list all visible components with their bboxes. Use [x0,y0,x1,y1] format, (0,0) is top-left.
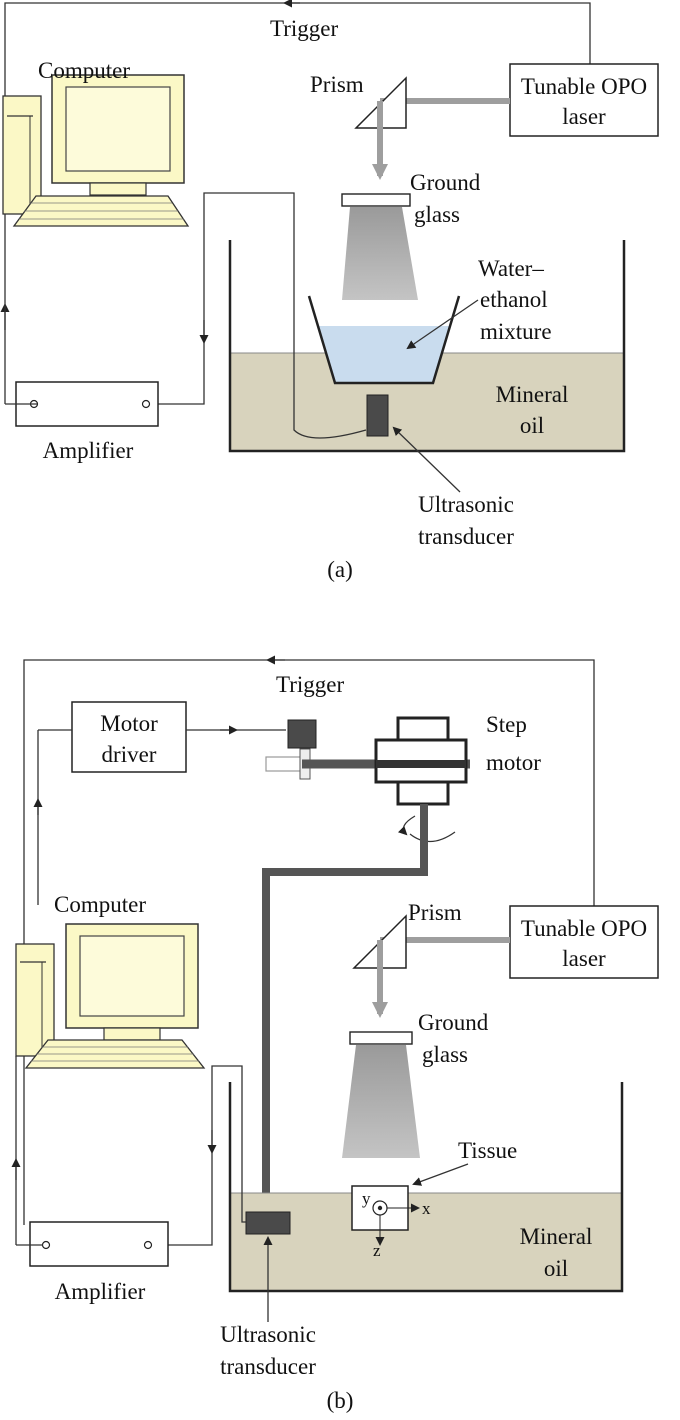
ground-glass-label-b-2: glass [422,1042,468,1067]
mixture-label-a-3: mixture [480,319,552,344]
prism-label-a: Prism [310,72,364,97]
prism-label-b: Prism [408,900,462,925]
axis-z-label: z [373,1241,381,1260]
computer-label-b: Computer [54,892,146,917]
mixture-container-a [307,295,461,385]
ultrasonic-transducer-a [366,394,389,437]
mixture-label-a-2: ethanol [480,287,548,312]
step-motor-label-2: motor [486,750,541,775]
motor-driver-box [71,701,187,773]
ground-glass-label-a-1: Ground [410,170,481,195]
laser-label-b-1: Tunable OPO [521,916,647,941]
tissue-label: Tissue [458,1138,517,1163]
axis-y-label: y [362,1189,371,1208]
panel-b: Trigger Motor driver Step motor [11,655,659,1413]
scanning-arm [262,804,428,1214]
computer-b [15,923,206,1069]
caption-a: (a) [327,557,353,582]
transducer-cable-b [150,1065,246,1246]
water-ethanol-a [318,326,450,383]
tank-b [228,1082,624,1293]
laser-label-a-2: laser [562,104,606,129]
ground-glass-label-a-2: glass [414,202,460,227]
laser-label-a-1: Tunable OPO [521,74,647,99]
amplifier-label-a: Amplifier [43,438,134,463]
laser-box-a [509,63,659,137]
diffused-light-b [342,1045,420,1158]
tissue-pointer [412,1163,469,1186]
motor-encoder [287,719,317,749]
mixture-label-a-1: Water– [478,256,544,281]
oil-label-b-2: oil [544,1256,568,1281]
axis-x-label: x [422,1199,431,1218]
computer-tower-b [15,943,55,1057]
amplifier-a [15,381,159,427]
transducer-pointer-a [392,426,461,493]
caption-b: (b) [327,1388,354,1413]
transducer-label-b-1: Ultrasonic [220,1322,316,1347]
trigger-line-b [23,659,595,1225]
mineral-oil-b [230,1193,622,1291]
computer-label-a: Computer [38,58,130,83]
transducer-label-a-2: transducer [418,524,514,549]
step-motor-label-1: Step [486,712,527,737]
oil-label-a-1: Mineral [496,382,569,407]
laser-box-b [509,905,659,979]
ground-glass-b [349,1031,413,1045]
motor-driver-label-1: Motor [100,711,158,736]
laser-label-b-2: laser [562,946,606,971]
trigger-label-a: Trigger [270,16,338,41]
oil-label-b-1: Mineral [520,1224,593,1249]
trigger-label-b: Trigger [276,672,344,697]
amplifier-label-b: Amplifier [55,1279,146,1304]
ground-glass-label-b-1: Ground [418,1010,489,1035]
transducer-label-b-2: transducer [220,1354,316,1379]
ultrasonic-transducer-b [245,1211,291,1235]
transducer-cable-a [148,192,367,439]
transducer-label-a-1: Ultrasonic [418,492,514,517]
ground-glass-a [341,193,411,207]
mixture-pointer-a [406,299,479,350]
oil-label-a-2: oil [520,413,544,438]
rotation-arrow [397,815,416,836]
computer-a [2,74,190,227]
diffused-light-a [342,207,418,300]
motor-driver-label-2: driver [102,742,157,767]
panel-a: Trigger Computer Tunable OPO laser Prism… [0,0,659,582]
tank-a [228,240,626,453]
